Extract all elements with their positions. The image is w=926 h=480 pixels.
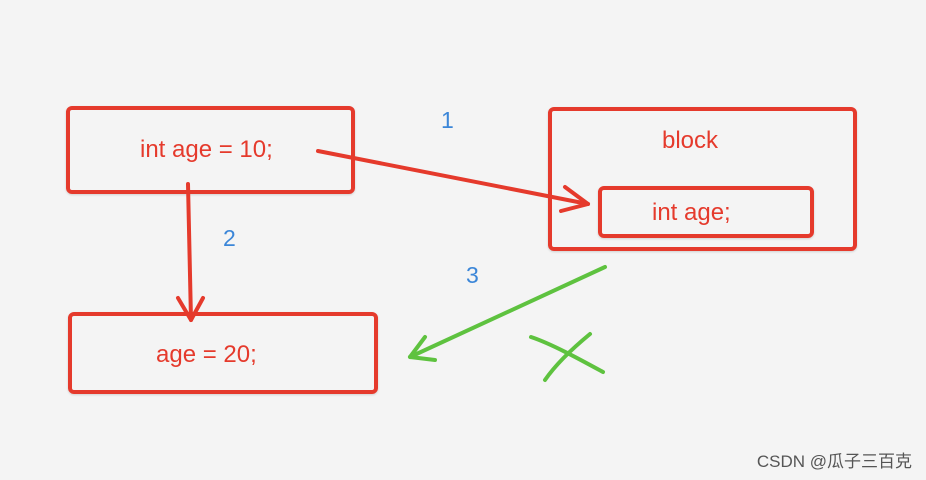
block-label: block [662, 127, 719, 154]
source-box [66, 106, 355, 194]
step-number-3: 3 [466, 262, 479, 288]
arrow-update [408, 265, 607, 362]
arrow-capture [316, 149, 590, 213]
step-number-1: 1 [441, 107, 454, 133]
result-box [68, 312, 378, 394]
result-label: age = 20; [156, 341, 257, 368]
watermark: CSDN @瓜子三百克 [756, 452, 912, 471]
source-label: int age = 10; [140, 136, 273, 163]
step-number-2: 2 [223, 225, 236, 251]
cross-mark-icon [529, 332, 605, 382]
block-var-box [598, 186, 814, 238]
arrow-assign [176, 182, 205, 322]
block-var-label: int age; [652, 199, 731, 226]
block-box [548, 107, 857, 251]
